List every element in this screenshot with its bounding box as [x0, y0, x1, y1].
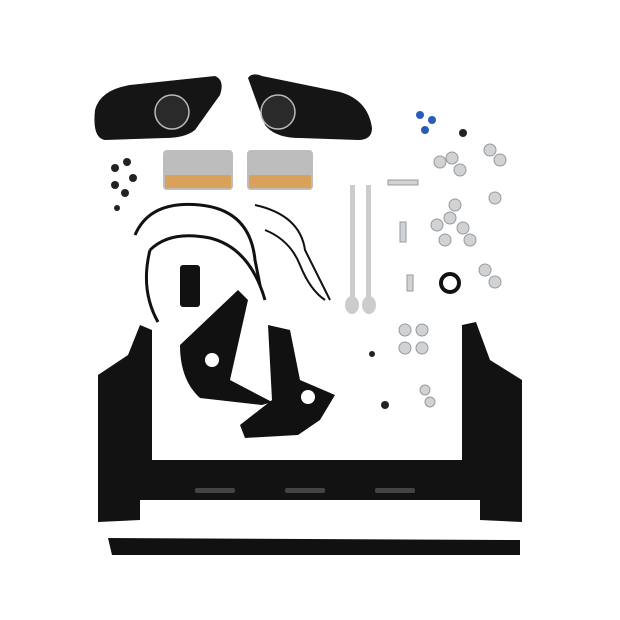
o-ring — [439, 272, 461, 294]
hardware-fasteners — [111, 111, 507, 409]
mounting-brackets — [180, 290, 335, 438]
small-bracket — [180, 265, 200, 307]
wiring-harness — [133, 202, 331, 323]
bumper-mounting-frame — [98, 322, 522, 522]
frame-slots — [195, 488, 415, 493]
turn-signal-lights — [163, 150, 313, 190]
fog-light-bezel-right — [248, 74, 372, 140]
zip-straps — [345, 185, 376, 314]
skid-plate-bar — [108, 538, 520, 555]
fog-light-bezel-left — [94, 76, 222, 140]
